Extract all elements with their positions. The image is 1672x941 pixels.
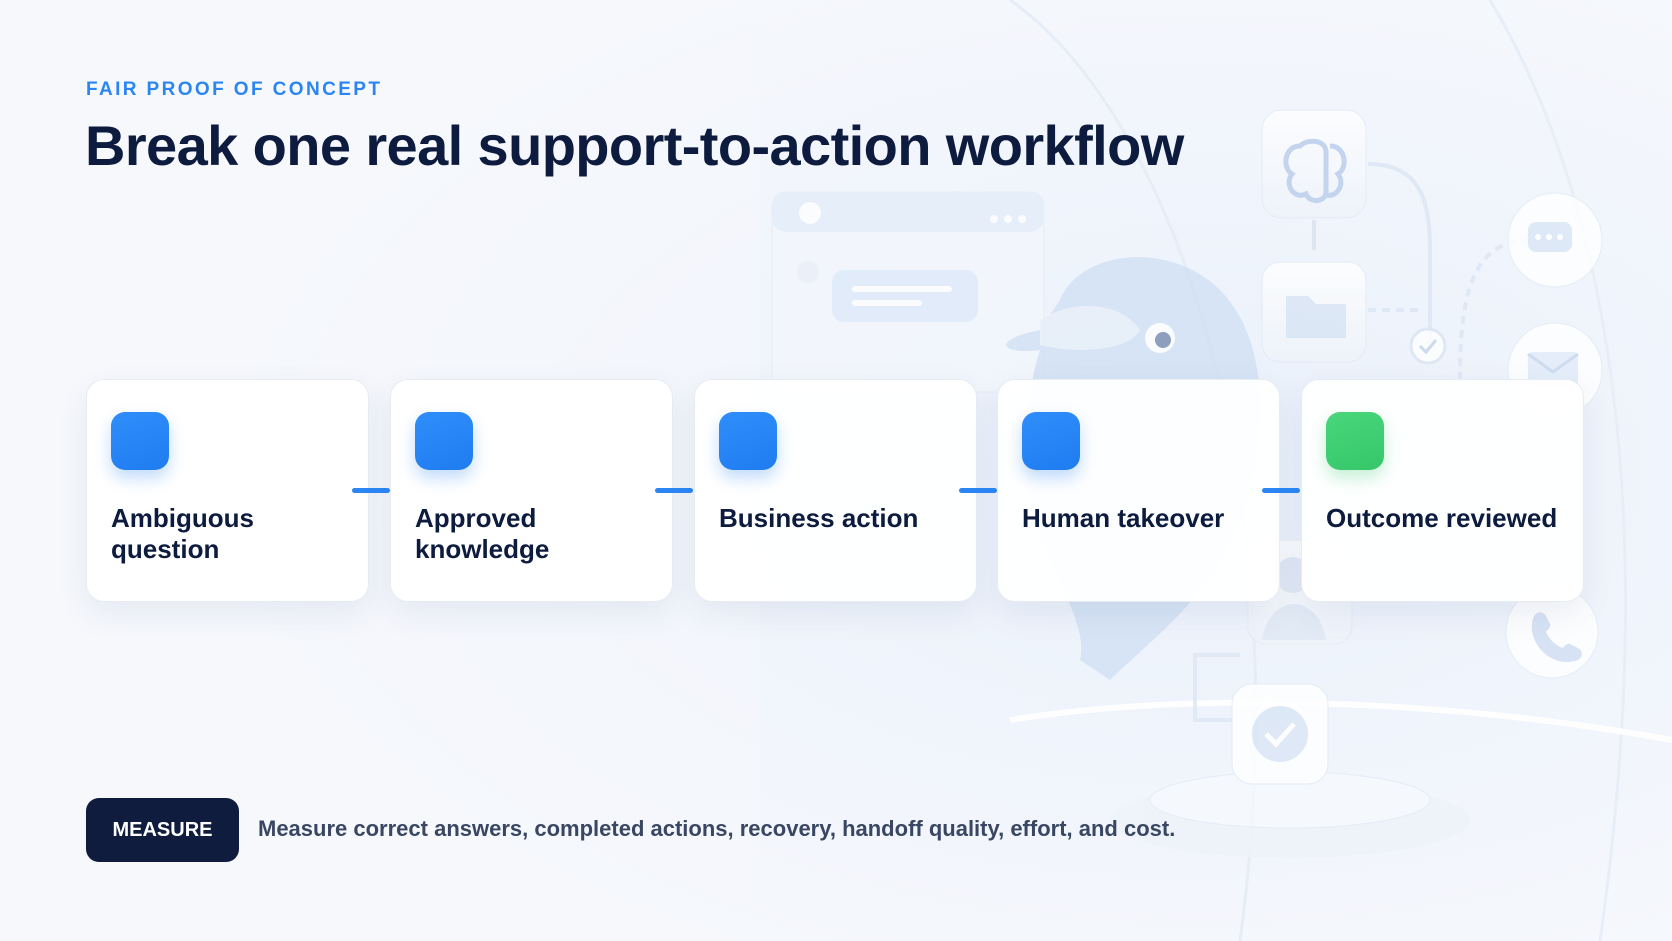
brain-icon (1261, 109, 1367, 219)
step-card-ambiguous-question: Ambiguous question (86, 379, 369, 602)
step-1-label: Ambiguous question (111, 503, 254, 564)
step-5-label: Outcome reviewed (1326, 503, 1558, 533)
step-card-approved-knowledge: Approved knowledge (390, 379, 673, 602)
step-2-icon (415, 412, 473, 470)
step-3-label: Business action (719, 503, 919, 533)
step-card-business-action: Business action (694, 379, 977, 602)
phone-icon (1505, 585, 1599, 679)
check-podium-icon (1110, 653, 1470, 858)
step-card-outcome-reviewed: Outcome reviewed (1301, 379, 1584, 602)
connector-3 (959, 488, 997, 493)
eyebrow-label: FAIR PROOF OF CONCEPT (86, 79, 383, 100)
check-icon (1409, 327, 1447, 365)
folder-icon (1261, 220, 1367, 363)
step-3-icon (719, 412, 777, 470)
chat-bubble-icon (1507, 192, 1603, 288)
measure-badge: MEASURE (86, 798, 239, 862)
step-4-label: Human takeover (1022, 503, 1225, 533)
page-title: Break one real support-to-action workflo… (85, 114, 1184, 177)
step-card-human-takeover: Human takeover (997, 379, 1280, 602)
connector-2 (655, 488, 693, 493)
step-1-icon (111, 412, 169, 470)
connector-4 (1262, 488, 1300, 493)
step-5-icon (1326, 412, 1384, 470)
connector-1 (352, 488, 390, 493)
measure-description: Measure correct answers, completed actio… (258, 816, 1176, 841)
browser-window-icon (771, 191, 1045, 393)
step-4-icon (1022, 412, 1080, 470)
step-2-label: Approved knowledge (415, 503, 550, 564)
